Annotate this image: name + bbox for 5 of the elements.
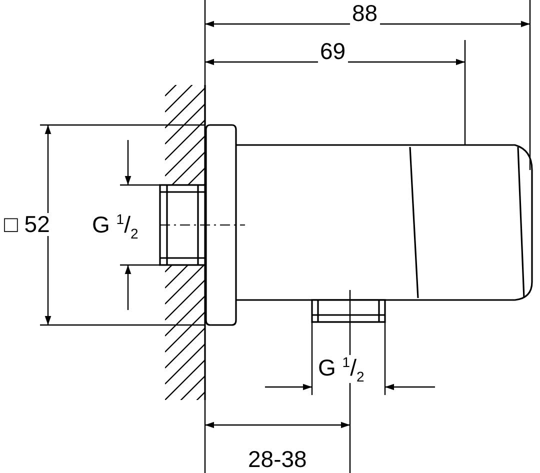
- dimension-label: 88: [350, 2, 380, 25]
- dimension-label: 69: [318, 40, 348, 63]
- dimension-label: G $^{1}$/$_{2}$: [316, 355, 366, 384]
- dimension-label: G $^{1}$/$_{2}$: [90, 212, 140, 240]
- dimension-label: □ 52: [2, 213, 52, 236]
